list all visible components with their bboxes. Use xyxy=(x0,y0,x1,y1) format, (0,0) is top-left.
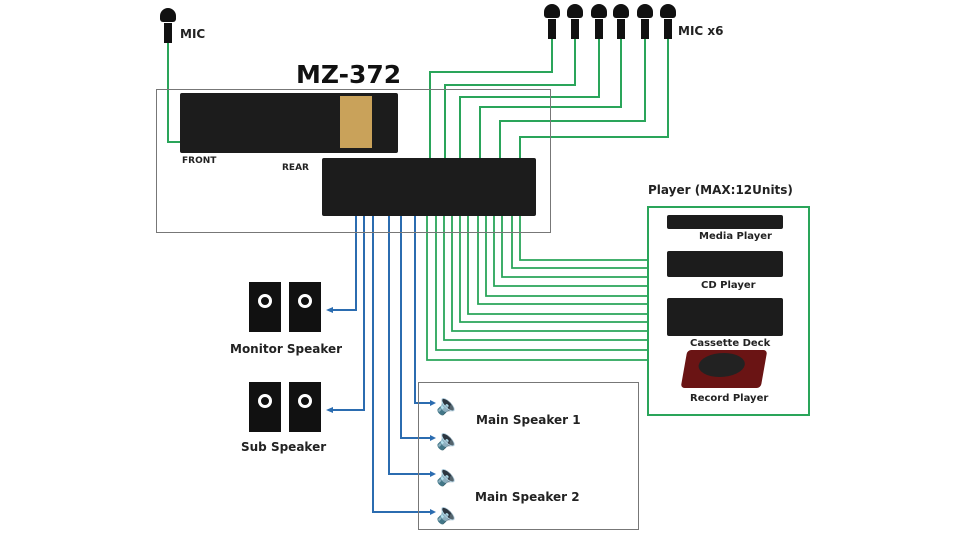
monitor-speaker-label: Monitor Speaker xyxy=(230,342,343,356)
player-box xyxy=(647,206,810,416)
mic-icon xyxy=(660,4,676,39)
mixer-box xyxy=(156,89,551,233)
speaker-icon: 🔈 xyxy=(436,392,461,416)
media-player-device xyxy=(667,215,783,229)
main-speaker-box xyxy=(418,382,639,530)
cd-player-label: CD Player xyxy=(701,280,756,291)
mic-icon xyxy=(544,4,560,39)
media-player-label: Media Player xyxy=(699,231,772,242)
mic-wire-3 xyxy=(459,38,600,165)
mic-icon xyxy=(567,4,583,39)
cassette-deck-device xyxy=(667,298,783,336)
sub-speaker-label: Sub Speaker xyxy=(241,440,327,454)
mic-wire-2 xyxy=(444,38,576,165)
speaker-icon: 🔈 xyxy=(436,427,461,451)
main-speaker-1-label: Main Speaker 1 xyxy=(476,413,581,427)
cassette-deck-label: Cassette Deck xyxy=(690,338,771,349)
speaker-wires xyxy=(330,212,432,513)
mixer-front-panel xyxy=(180,93,398,153)
mixer-rear-panel xyxy=(322,158,536,216)
main-speaker-2-label: Main Speaker 2 xyxy=(475,490,580,504)
page-title: MZ-372 xyxy=(296,60,402,89)
mic-wire-6 xyxy=(519,38,669,165)
record-player-device xyxy=(680,350,768,388)
mic-label: MIC xyxy=(180,27,206,41)
front-label: FRONT xyxy=(182,156,217,166)
speaker-icon: 🔈 xyxy=(436,501,461,525)
mic-wire-1 xyxy=(429,38,553,165)
cd-player-device xyxy=(667,251,783,277)
speaker-icon: 🔈 xyxy=(436,463,461,487)
rear-label: REAR xyxy=(282,163,309,173)
record-player-label: Record Player xyxy=(690,393,769,404)
mic-icon xyxy=(160,8,176,44)
mic-icon xyxy=(613,4,629,39)
mic-wire-5 xyxy=(499,38,646,165)
player-title: Player (MAX:12Units) xyxy=(648,183,793,197)
mic-icon xyxy=(591,4,607,39)
mic-group-label: MIC x6 xyxy=(678,24,724,38)
mic-icon xyxy=(637,4,653,39)
